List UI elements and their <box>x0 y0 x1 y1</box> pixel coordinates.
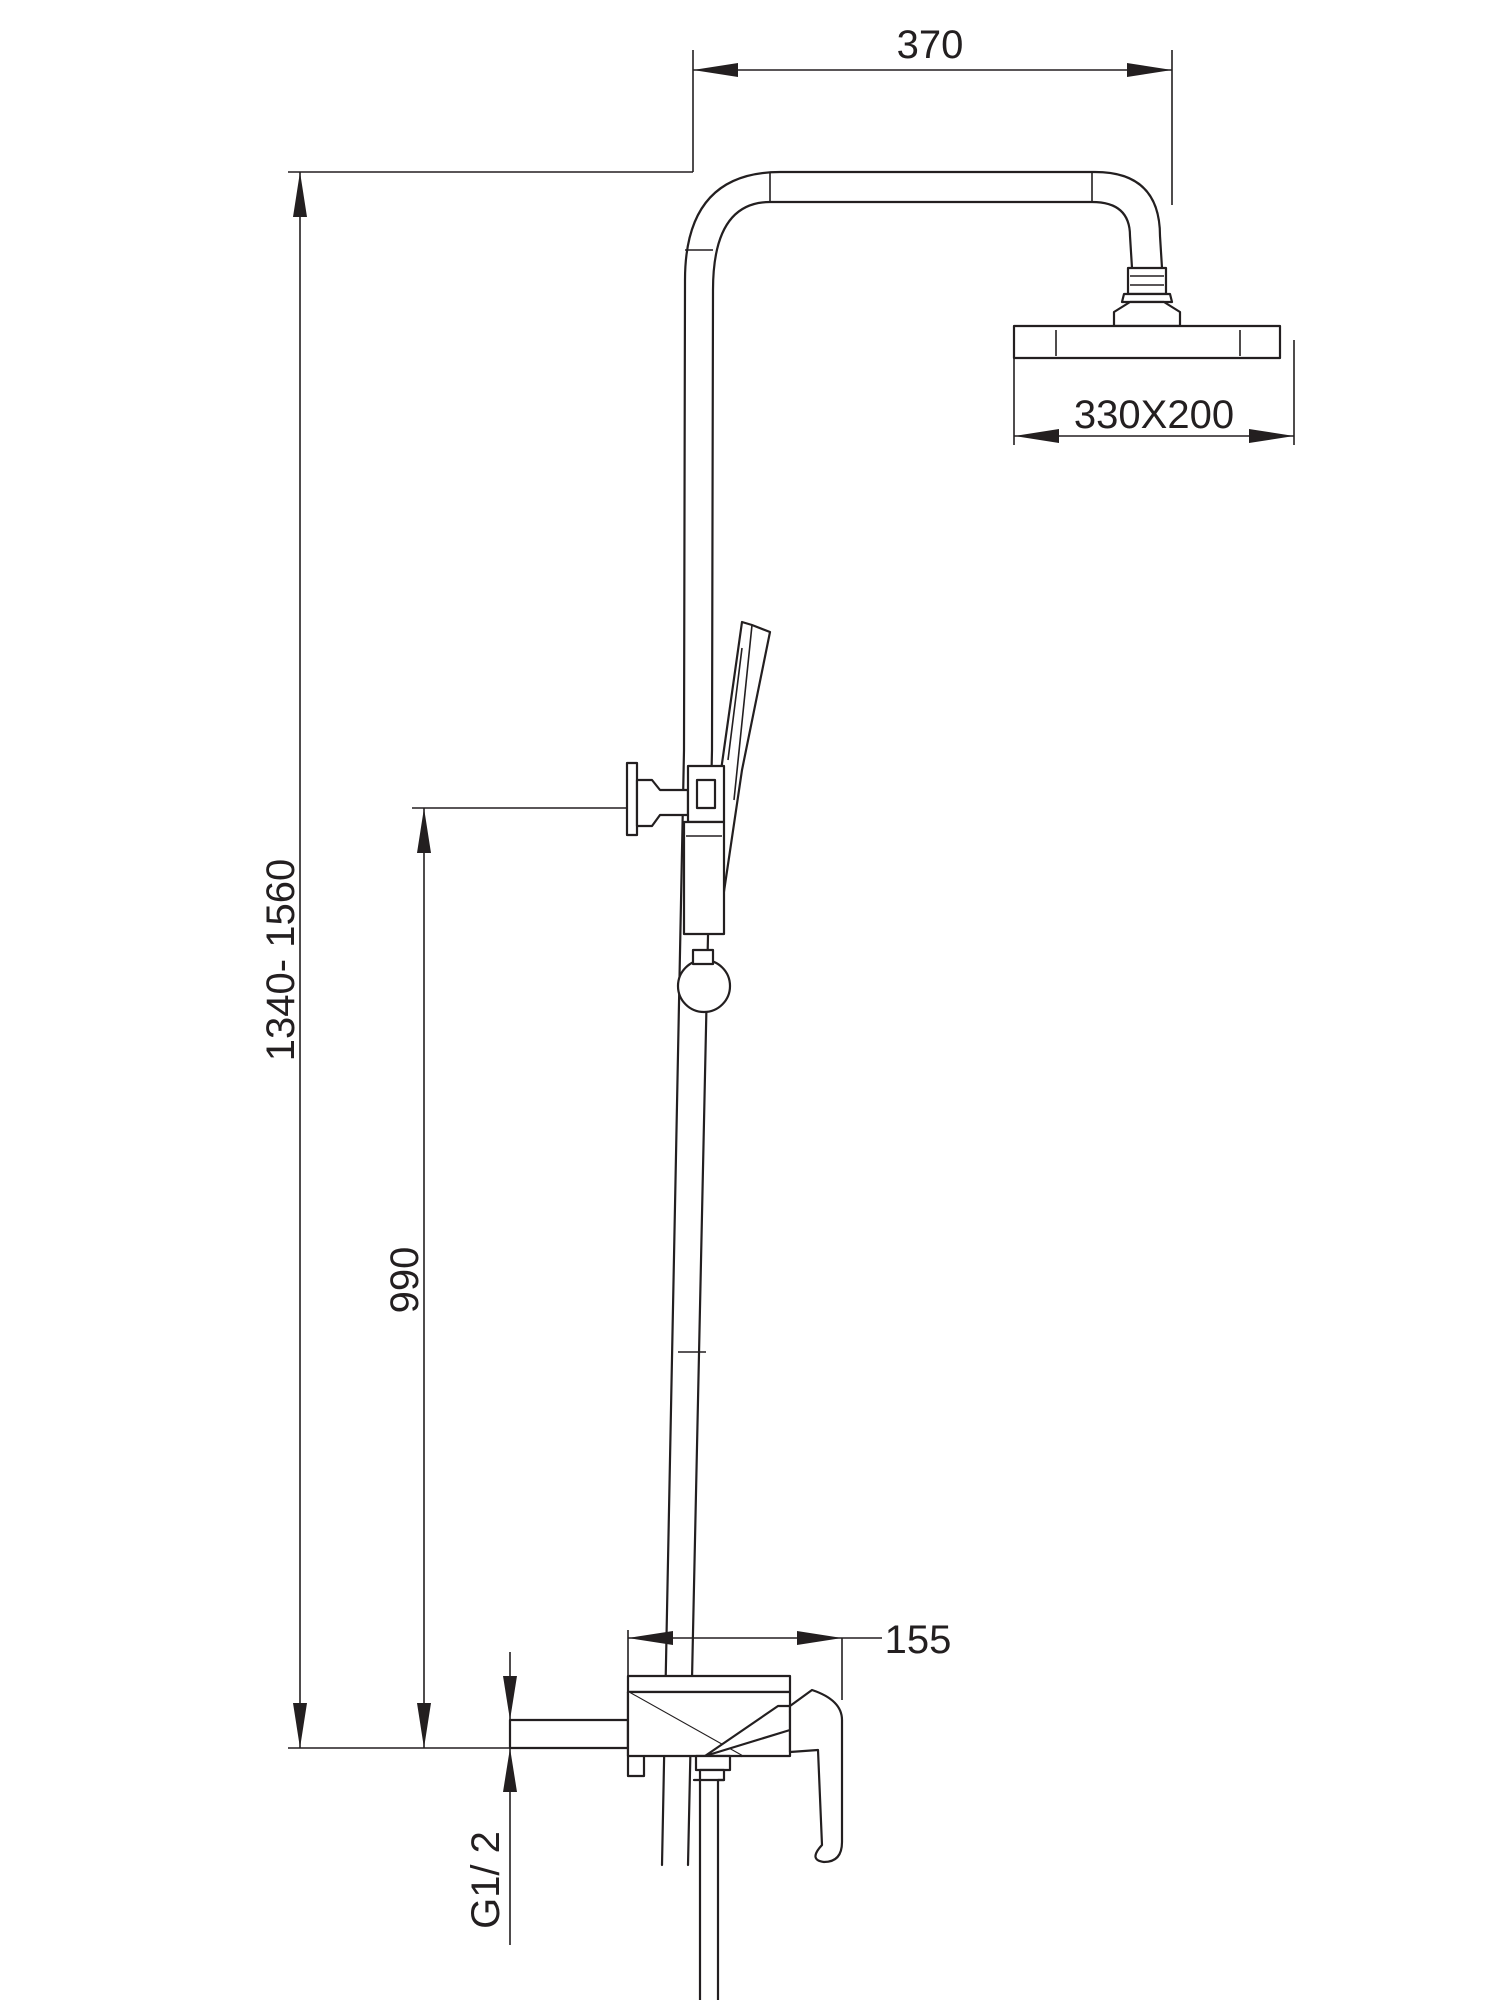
riser-pipe-outer <box>660 170 1164 1867</box>
dimension-total-height: 1340- 1560 <box>259 171 693 1749</box>
dimension-head-size: 330X200 <box>1013 340 1295 445</box>
dimension-label-mixer-width: 155 <box>885 1618 952 1662</box>
shower-column <box>508 170 1282 2000</box>
dimension-label-inlet-thread: G1/ 2 <box>464 1831 508 1929</box>
dimension-mixer-width: 155 <box>627 1618 952 1700</box>
dimension-label-total-height: 1340- 1560 <box>259 859 303 1061</box>
dimension-inlet-thread: G1/ 2 <box>464 1652 517 1945</box>
head-connector <box>1112 266 1182 328</box>
mixer-valve <box>508 1674 844 1864</box>
slide-holder <box>625 761 732 1014</box>
dimension-label-holder-height: 990 <box>383 1247 427 1314</box>
shower-hose <box>692 1778 726 2000</box>
dimension-label-head-size: 330X200 <box>1074 393 1234 437</box>
riser-pipe-inner <box>686 200 1134 1867</box>
dimension-holder-height: 990 <box>383 807 627 1748</box>
dimension-label-head-reach: 370 <box>897 23 964 67</box>
rain-shower-head <box>1012 324 1282 360</box>
dimension-head-reach: 370 <box>692 23 1173 205</box>
